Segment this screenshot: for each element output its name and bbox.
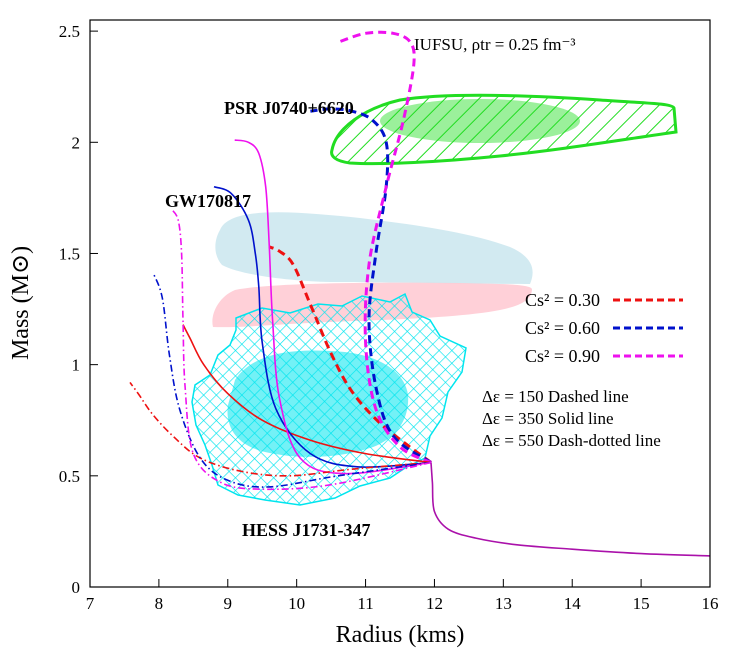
note-solid: Δε = 350 Solid line (482, 409, 614, 428)
x-tick-label: 7 (86, 594, 95, 613)
legend-label-030: Cs² = 0.30 (525, 290, 600, 310)
legend-label-060: Cs² = 0.60 (525, 318, 600, 338)
gw-label: GW170817 (165, 191, 251, 211)
hess-label: HESS J1731-347 (242, 520, 371, 540)
hess-region-hatch (191, 292, 467, 506)
series-line-3 (337, 30, 432, 464)
y-axis-label: Mass (M⊙) (8, 246, 34, 360)
x-tick-label: 10 (288, 594, 305, 613)
note-dashed: Δε = 150 Dashed line (482, 387, 629, 406)
x-tick-label: 13 (495, 594, 512, 613)
x-tick-label: 11 (357, 594, 373, 613)
x-tick-label: 8 (155, 594, 164, 613)
x-tick-label: 16 (702, 594, 719, 613)
y-tick-label: 1 (72, 356, 81, 375)
x-axis-label: Radius (kms) (336, 622, 465, 648)
plot-frame (89, 19, 711, 588)
series-line-9 (170, 208, 432, 491)
series-line-0 (430, 462, 710, 557)
note-dashdot: Δε = 550 Dash-dotted line (482, 431, 661, 450)
y-tick-label: 2 (72, 133, 81, 152)
series-line-5 (213, 186, 432, 468)
legend: Cs² = 0.30 Cs² = 0.60 Cs² = 0.90 Δε = 15… (482, 290, 683, 450)
series-line-7 (129, 381, 432, 477)
series-line-4 (182, 324, 432, 464)
x-tick-label: 12 (426, 594, 443, 613)
y-tick-label: 1.5 (59, 244, 80, 263)
model-annotation: IUFSU, ρtr = 0.25 fm⁻³ (414, 35, 576, 54)
y-tick-label: 0 (72, 578, 81, 597)
psr-label: PSR J0740+6620 (224, 98, 354, 118)
legend-label-090: Cs² = 0.90 (525, 346, 600, 366)
x-tick-label: 15 (633, 594, 650, 613)
x-tick-label: 14 (564, 594, 582, 613)
x-tick-label: 9 (224, 594, 233, 613)
y-tick-label: 0.5 (59, 467, 80, 486)
series-line-2 (310, 107, 432, 464)
series-line-1 (268, 245, 432, 464)
psr-hatched-region (330, 93, 678, 166)
gw170817-blue-region (215, 212, 533, 284)
y-tick-label: 2.5 (59, 22, 80, 41)
